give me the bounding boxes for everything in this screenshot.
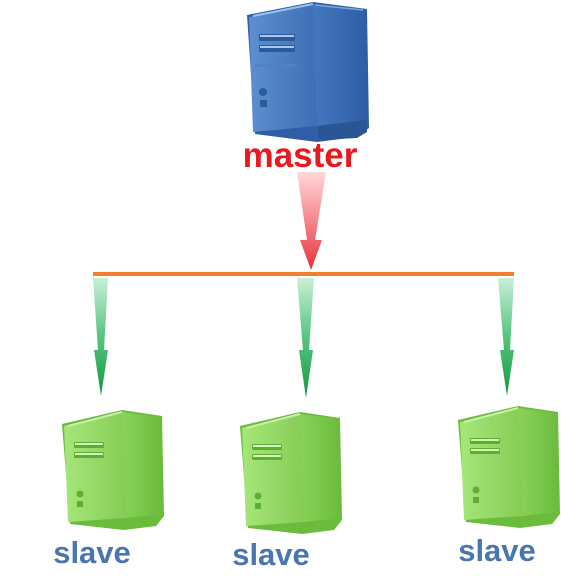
slave-1-label: slave <box>53 535 131 570</box>
slave-2-server-icon <box>240 412 342 534</box>
slave-3-server-icon <box>458 406 560 528</box>
master-server-icon <box>247 2 369 142</box>
slave-2-label: slave <box>232 537 310 572</box>
master-label: master <box>242 136 358 175</box>
bus-to-slave-1-arrow <box>93 278 108 396</box>
bus-to-slave-2-arrow <box>297 278 314 398</box>
slave-1-server-icon <box>62 410 164 530</box>
master-to-bus-arrow <box>297 172 326 270</box>
bus-to-slave-3-arrow <box>498 278 514 396</box>
slave-3-label: slave <box>458 533 536 568</box>
